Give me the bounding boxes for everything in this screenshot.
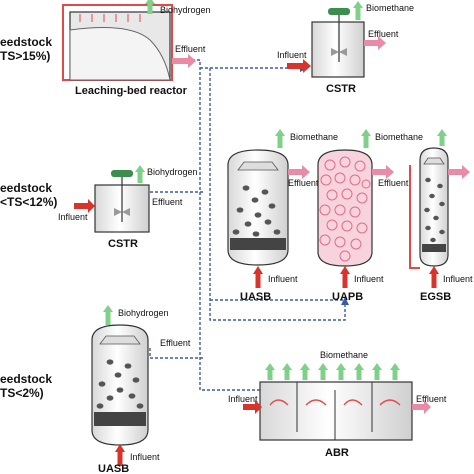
row-label-mid-solids: eedstock <TS<12%) [0, 181, 57, 209]
svg-text:Biomethane: Biomethane [320, 350, 368, 360]
row-label-high-solids: eedstock TS>15%) [0, 35, 52, 63]
svg-text:TS>15%): TS>15%) [0, 49, 50, 63]
svg-text:<TS<12%): <TS<12%) [0, 195, 57, 209]
svg-text:Influent: Influent [228, 394, 258, 404]
svg-text:Effluent: Effluent [378, 178, 409, 188]
recycle-loop [409, 165, 420, 269]
abr: Biomethane Influent Effluent ABR [228, 350, 447, 459]
svg-text:UASB: UASB [240, 291, 271, 303]
cstr-top: Biomethane Effluent Influent CSTR [277, 1, 414, 95]
svg-text:Effluent: Effluent [288, 178, 319, 188]
cstr-mid: Biohydrogen Effluent Influent CSTR [58, 165, 198, 250]
svg-text:Influent: Influent [58, 212, 88, 222]
unit-name: Leaching-bed reactor [75, 85, 188, 97]
svg-text:Biomethane: Biomethane [375, 132, 423, 142]
uasb-low: Biohydrogen Effluent Influent UASB [91, 305, 191, 474]
effluent-label: Effluent [175, 44, 206, 54]
svg-text:EGSB: EGSB [420, 291, 451, 303]
svg-text:Influent: Influent [277, 50, 307, 60]
svg-text:UAPB: UAPB [332, 291, 363, 303]
granules [232, 185, 281, 237]
svg-text:Biohydrogen: Biohydrogen [147, 167, 198, 177]
packing-media [319, 156, 371, 262]
row-label-low-solids: eedstock TS<2%) [0, 372, 52, 400]
svg-text:Biomethane: Biomethane [366, 3, 414, 13]
svg-text:UASB: UASB [98, 463, 129, 474]
svg-text:Influent: Influent [268, 274, 298, 284]
svg-text:Effluent: Effluent [416, 394, 447, 404]
svg-text:Influent: Influent [354, 274, 384, 284]
svg-text:CSTR: CSTR [108, 238, 138, 250]
gas-label: Biohydrogen [160, 5, 211, 15]
svg-text:Effluent: Effluent [152, 197, 183, 207]
svg-text:Influent: Influent [443, 274, 473, 284]
svg-text:eedstock: eedstock [0, 181, 52, 195]
svg-text:eedstock: eedstock [0, 35, 52, 49]
svg-text:ABR: ABR [325, 447, 349, 459]
svg-text:Effluent: Effluent [160, 338, 191, 348]
leaching-bed-reactor: Biohydrogen Effluent Leaching-bed reacto… [62, 0, 211, 97]
svg-text:Influent: Influent [130, 452, 160, 462]
svg-text:Effluent: Effluent [368, 29, 399, 39]
uasb-mid: Biomethane Effluent Influent UASB [227, 129, 338, 303]
svg-text:eedstock: eedstock [0, 372, 52, 386]
svg-text:CSTR: CSTR [326, 83, 356, 95]
svg-text:TS<2%): TS<2%) [0, 386, 44, 400]
svg-text:Biomethane: Biomethane [290, 132, 338, 142]
egsb: Influent EGSB [409, 129, 473, 303]
svg-text:Biohydrogen: Biohydrogen [118, 308, 169, 318]
uapb: Biomethane Effluent Influent UAPB [317, 129, 423, 303]
